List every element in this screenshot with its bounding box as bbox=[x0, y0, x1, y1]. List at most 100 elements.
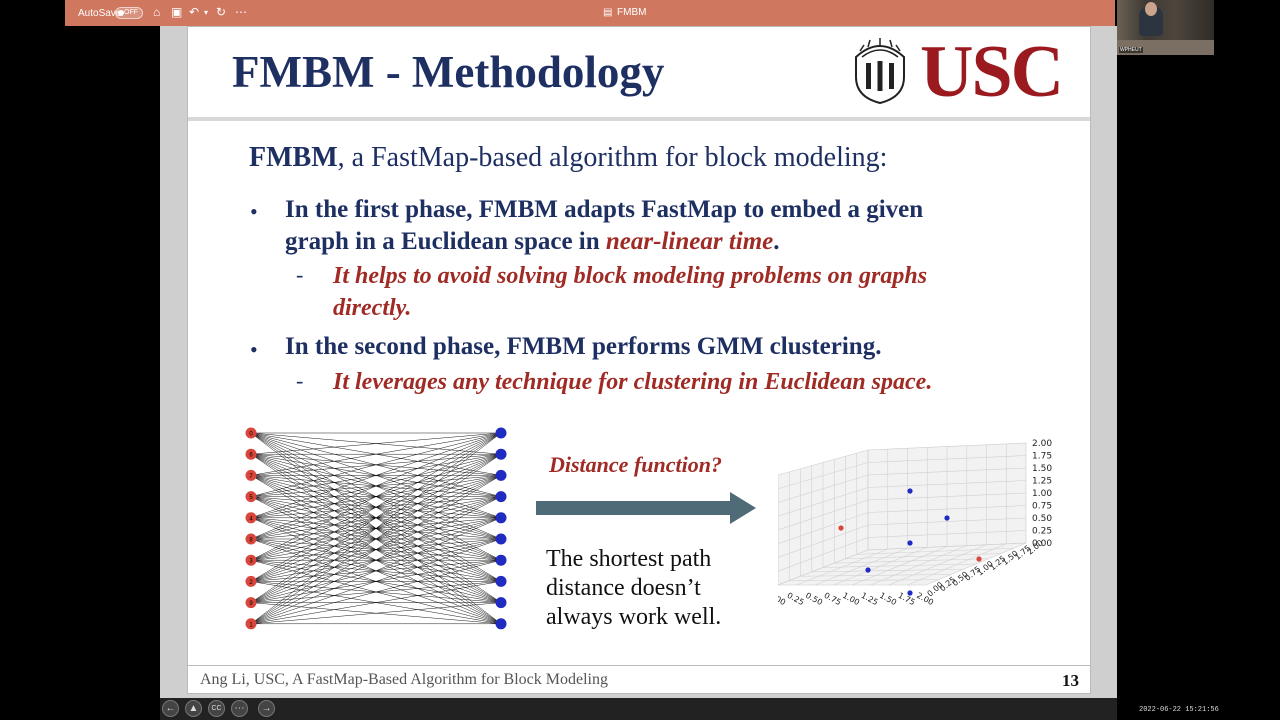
webcam-label: WPHEUT bbox=[1119, 47, 1143, 53]
left-node bbox=[245, 427, 257, 439]
right-node bbox=[495, 469, 507, 481]
x-tick-label: 0.00 bbox=[778, 591, 787, 607]
arrow-icon bbox=[536, 492, 756, 524]
recording-timestamp: 2022-06-22 15:21:56 bbox=[1139, 706, 1219, 714]
3d-scatter-plot: 0.000.250.500.751.001.251.501.752.000.00… bbox=[778, 439, 1052, 607]
autosave-toggle[interactable]: OFF bbox=[115, 7, 143, 19]
right-node bbox=[495, 575, 507, 587]
x-tick-label: 1.25 bbox=[860, 591, 880, 607]
right-node bbox=[495, 512, 507, 524]
note-line: always work well. bbox=[546, 604, 722, 630]
bullet-marker: • bbox=[250, 337, 258, 362]
page-number: 13 bbox=[1062, 671, 1079, 690]
z-tick-label: 0.50 bbox=[1032, 514, 1052, 524]
bullet-1-emphasis: near-linear time bbox=[605, 228, 774, 255]
node-label: 6 bbox=[249, 453, 253, 459]
scatter-point-blue bbox=[944, 515, 950, 521]
node-label: 5 bbox=[249, 495, 253, 501]
scatter-point-blue bbox=[907, 590, 913, 596]
back-icon[interactable]: ← bbox=[162, 700, 179, 717]
node-label: 8 bbox=[249, 538, 253, 544]
scatter-point-blue bbox=[907, 488, 913, 494]
slide-footer: Ang Li, USC, A FastMap-Based Algorithm f… bbox=[200, 671, 608, 688]
right-node bbox=[495, 427, 507, 439]
refresh-icon[interactable]: ↻ bbox=[216, 5, 227, 19]
x-tick-label: 0.75 bbox=[823, 591, 843, 607]
note-line: distance doesn’t bbox=[546, 575, 701, 601]
intro-text: FMBM, a FastMap-based algorithm for bloc… bbox=[249, 142, 887, 174]
node-label: 9 bbox=[249, 601, 253, 607]
node-label: 0 bbox=[249, 432, 253, 438]
left-node bbox=[245, 491, 257, 503]
undo-icon[interactable]: ↶ bbox=[189, 5, 200, 19]
scatter-point-blue bbox=[865, 567, 871, 573]
bullet-1-text: graph in a Euclidean space in bbox=[285, 228, 606, 255]
x-tick-label: 1.75 bbox=[897, 591, 917, 607]
z-tick-label: 1.50 bbox=[1032, 464, 1052, 474]
title-divider bbox=[188, 117, 1090, 121]
bullet-marker: • bbox=[250, 199, 258, 224]
sub-bullet-2: It leverages any technique for clusterin… bbox=[333, 369, 933, 395]
forward-icon[interactable]: → bbox=[258, 700, 275, 717]
right-node bbox=[495, 533, 507, 545]
more-icon[interactable]: ⋯ bbox=[231, 700, 248, 717]
bullet-1-line-1: In the first phase, FMBM adapts FastMap … bbox=[285, 196, 924, 223]
right-node bbox=[495, 491, 507, 503]
footer-divider bbox=[188, 665, 1090, 666]
right-node bbox=[495, 618, 507, 630]
dash-marker: - bbox=[296, 262, 304, 287]
left-node bbox=[245, 512, 257, 524]
right-node bbox=[495, 597, 507, 609]
bullet-1-line-2: graph in a Euclidean space in near-linea… bbox=[285, 226, 923, 258]
left-node bbox=[245, 554, 257, 566]
save-icon[interactable]: ▣ bbox=[171, 5, 183, 19]
z-tick-label: 0.75 bbox=[1032, 502, 1052, 512]
bullet-2: In the second phase, FMBM performs GMM c… bbox=[285, 333, 882, 360]
right-node bbox=[495, 554, 507, 566]
left-node bbox=[245, 533, 257, 545]
intro-rest: , a FastMap-based algorithm for block mo… bbox=[337, 142, 888, 173]
plot-gridlines bbox=[778, 443, 1027, 586]
x-tick-label: 1.50 bbox=[878, 591, 898, 607]
scatter-point-blue bbox=[907, 540, 913, 546]
more-icon[interactable]: ⋯ bbox=[235, 5, 247, 19]
graph-edges bbox=[250, 432, 502, 625]
left-node bbox=[245, 575, 257, 587]
z-tick-label: 1.00 bbox=[1032, 489, 1052, 499]
intro-bold: FMBM bbox=[249, 142, 338, 173]
autosave-label: AutoSave bbox=[78, 8, 122, 19]
left-node bbox=[245, 618, 257, 630]
note-line: The shortest path bbox=[546, 546, 712, 572]
pointer-icon[interactable]: ▲ bbox=[185, 700, 202, 717]
cc-icon[interactable]: CC bbox=[208, 700, 225, 717]
distance-question: Distance function? bbox=[549, 452, 722, 477]
right-node bbox=[495, 448, 507, 460]
x-tick-label: 1.00 bbox=[841, 591, 861, 607]
z-tick-label: 0.00 bbox=[1032, 539, 1052, 549]
dash-marker: - bbox=[296, 368, 304, 393]
left-node bbox=[245, 448, 257, 460]
z-tick-label: 1.25 bbox=[1032, 477, 1052, 487]
chevron-down-icon[interactable]: ▾ bbox=[204, 8, 209, 17]
document-title: FMBM bbox=[617, 7, 647, 18]
left-node bbox=[245, 597, 257, 609]
z-tick-label: 1.75 bbox=[1032, 452, 1052, 462]
slide-title: FMBM - Methodology bbox=[232, 47, 665, 97]
home-icon[interactable]: ⌂ bbox=[153, 5, 161, 19]
webcam-feed: WPHEUT bbox=[1117, 0, 1214, 55]
presenter-head bbox=[1145, 2, 1157, 16]
node-label: 4 bbox=[249, 516, 253, 522]
slide-area: FMBM - Methodology USC FMBM, a FastMap-b… bbox=[160, 26, 1117, 698]
node-label: 3 bbox=[249, 559, 253, 565]
sub-bullet-1-line-2: directly. bbox=[333, 295, 412, 321]
x-tick-label: 0.25 bbox=[786, 591, 806, 607]
node-label: 7 bbox=[249, 474, 253, 480]
sub-bullet-1: It helps to avoid solving block modeling… bbox=[333, 260, 927, 324]
scatter-point-red bbox=[976, 556, 982, 562]
bipartite-graph: 0 6 7 5 4 8 3 2 9 1 bbox=[245, 427, 507, 630]
z-tick-label: 2.00 bbox=[1032, 439, 1052, 449]
node-label: 2 bbox=[249, 580, 253, 586]
z-tick-label: 0.25 bbox=[1032, 527, 1052, 537]
node-label: 1 bbox=[249, 622, 253, 628]
left-node bbox=[245, 469, 257, 481]
